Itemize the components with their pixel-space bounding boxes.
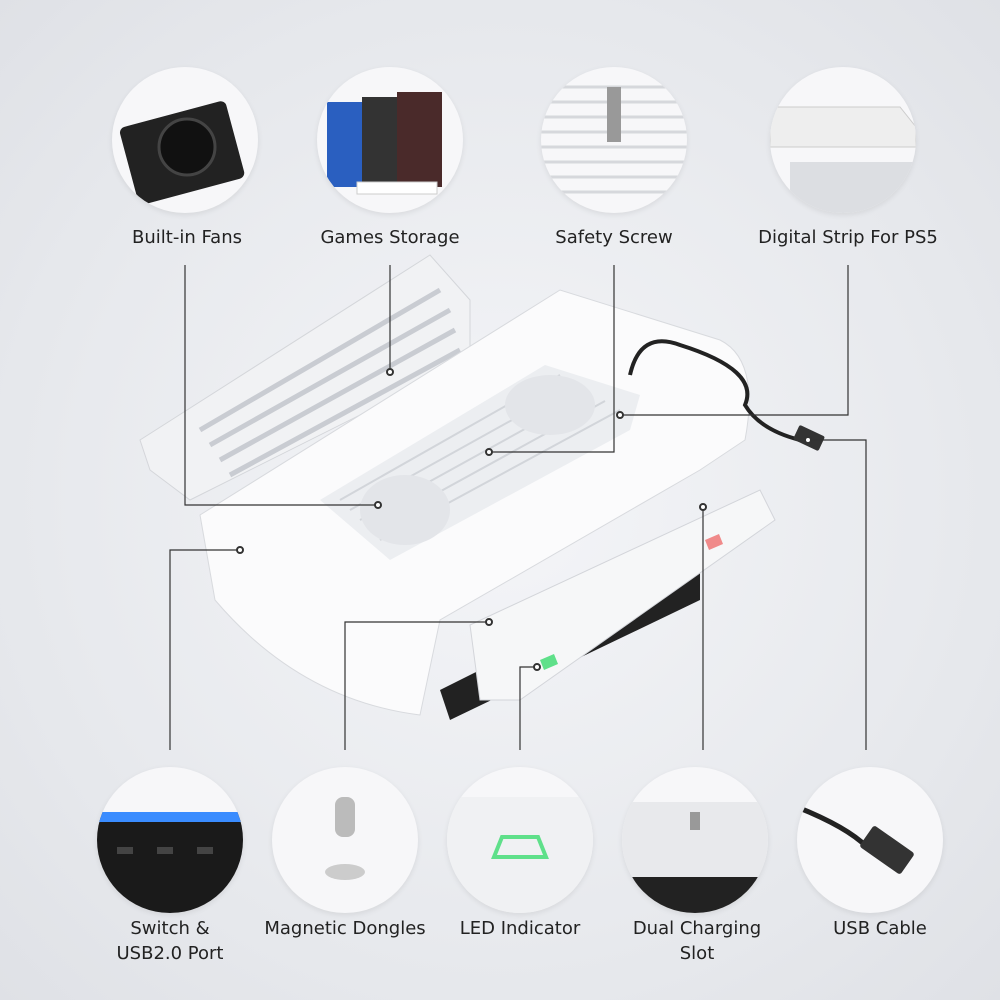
label-magnetic-dongles: Magnetic Dongles bbox=[264, 918, 426, 939]
usb-cable bbox=[628, 339, 801, 442]
led-controller-icon bbox=[447, 767, 593, 913]
fan-icon bbox=[112, 67, 258, 213]
label-digital-strip: Digital Strip For PS5 bbox=[758, 227, 938, 248]
usb-cable-icon bbox=[797, 767, 943, 913]
label-led-indicator: LED Indicator bbox=[459, 918, 581, 939]
screw-icon bbox=[541, 67, 687, 213]
label-games-storage: Games Storage bbox=[320, 227, 460, 248]
charging-slot-icon bbox=[622, 767, 768, 913]
game-storage-rack bbox=[139, 254, 471, 501]
game-cases-icon bbox=[317, 67, 463, 213]
label-safety-screw: Safety Screw bbox=[555, 227, 673, 248]
label-switch-usb: Switch &USB2.0 Port bbox=[116, 918, 224, 964]
usb-c-dongle-icon bbox=[272, 767, 418, 913]
label-usb-cable: USB Cable bbox=[833, 918, 927, 939]
strip-icon bbox=[770, 67, 916, 213]
label-built-in-fans: Built-in Fans bbox=[132, 227, 242, 248]
leader-lines bbox=[169, 265, 867, 750]
cooling-stand-body bbox=[199, 289, 776, 720]
usb-ports-icon bbox=[97, 767, 243, 913]
